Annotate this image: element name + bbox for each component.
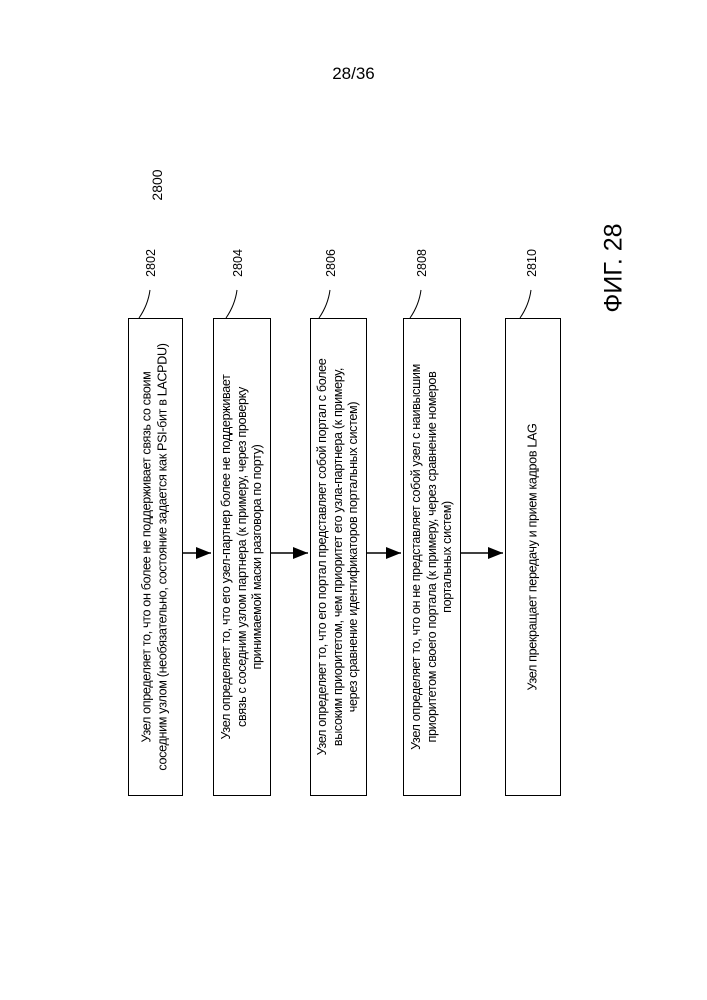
leader-2808 (410, 290, 421, 318)
step-text: Узел определяет то, что его портал предс… (315, 322, 362, 792)
text-line: Узел определяет то, что он не представля… (409, 322, 425, 792)
step-label: 2806 (324, 249, 338, 277)
text-line: связь с соседним узлом партнера (к приме… (234, 322, 250, 792)
text-line: соседним узлом (необязательно, состояние… (155, 322, 171, 792)
text-line: Узел определяет то, что его узел-партнер… (219, 322, 235, 792)
text-line: Узел прекращает передачу и прием кадров … (525, 322, 541, 792)
step-text: Узел определяет то, что его узел-партнер… (219, 322, 266, 792)
step-label: 2808 (415, 249, 429, 277)
text-line: Узел определяет то, что его портал предс… (315, 322, 331, 792)
leader-2810 (520, 290, 531, 318)
leader-2806 (319, 290, 330, 318)
text-line: приоритетом своего портала (к примеру, ч… (424, 322, 440, 792)
text-line: принимаемой маски разговора по порту) (250, 322, 266, 792)
step-label: 2802 (144, 249, 158, 277)
step-label: 2810 (525, 249, 539, 277)
text-line: высоким приоритетом, чем приоритет его у… (330, 322, 346, 792)
step-label: 2804 (231, 249, 245, 277)
leader-2804 (226, 290, 237, 318)
step-text: Узел прекращает передачу и прием кадров … (525, 322, 541, 792)
step-text: Узел определяет то, что он более не подд… (140, 322, 171, 792)
text-line: портальных систем) (440, 322, 456, 792)
leader-2802 (139, 290, 150, 318)
text-line: Узел определяет то, что он более не подд… (140, 322, 156, 792)
text-line: через сравнение идентификаторов портальн… (346, 322, 362, 792)
step-text: Узел определяет то, что он не представля… (409, 322, 456, 792)
